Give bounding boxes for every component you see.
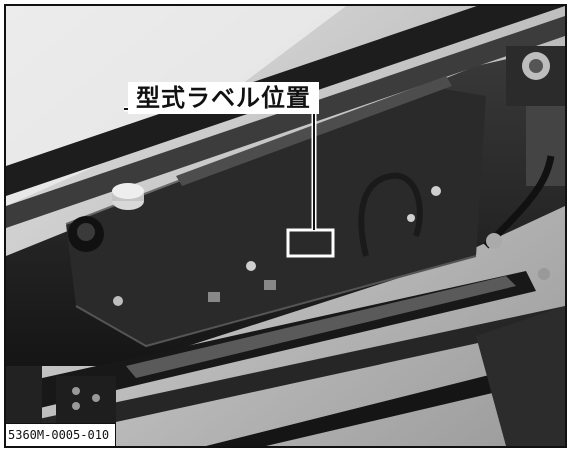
callout-label: 型式ラベル位置: [128, 82, 319, 114]
machine-photo-figure: 型式ラベル位置 5360M-0005-010: [4, 4, 567, 448]
machine-underside-photo: [6, 6, 565, 446]
label-location-box: [286, 228, 335, 258]
figure-id: 5360M-0005-010: [6, 423, 117, 446]
